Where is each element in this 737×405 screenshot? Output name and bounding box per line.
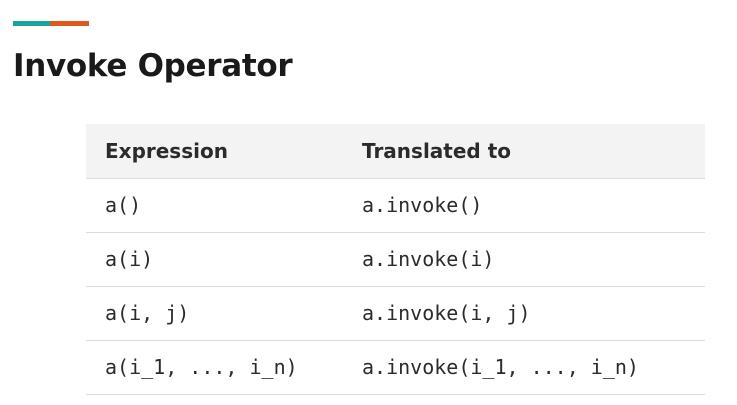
header-translated-to: Translated to xyxy=(343,124,705,179)
translation-cell: a.invoke(i, j) xyxy=(343,286,705,341)
header-expression: Expression xyxy=(86,124,343,179)
table-header-row: Expression Translated to xyxy=(86,124,705,179)
operator-table: Expression Translated to a() a.invoke() … xyxy=(86,124,705,395)
translation-cell: a.invoke() xyxy=(343,178,705,233)
title-accent-bar xyxy=(13,21,89,26)
expression-cell: a() xyxy=(86,178,343,233)
table-row: a(i) a.invoke(i) xyxy=(86,232,705,287)
accent-bar-orange-segment xyxy=(50,21,89,26)
expression-cell: a(i_1, ..., i_n) xyxy=(86,340,343,395)
expression-cell: a(i) xyxy=(86,232,343,287)
operator-table-container: Expression Translated to a() a.invoke() … xyxy=(86,124,705,395)
expression-cell: a(i, j) xyxy=(86,286,343,341)
translation-cell: a.invoke(i) xyxy=(343,232,705,287)
accent-bar-teal-segment xyxy=(13,21,50,26)
table-row: a(i, j) a.invoke(i, j) xyxy=(86,286,705,341)
table-row: a(i_1, ..., i_n) a.invoke(i_1, ..., i_n) xyxy=(86,340,705,395)
page-title: Invoke Operator xyxy=(13,48,293,84)
table-row: a() a.invoke() xyxy=(86,178,705,233)
translation-cell: a.invoke(i_1, ..., i_n) xyxy=(343,340,705,395)
